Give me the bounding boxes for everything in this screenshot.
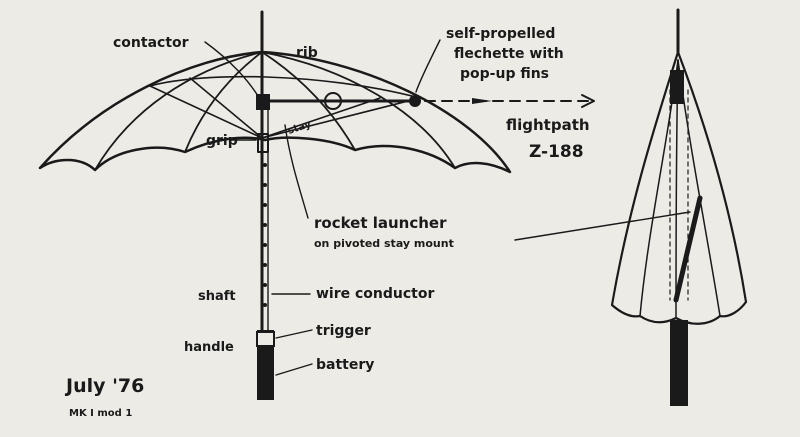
label-date: July '76 xyxy=(64,375,144,397)
leader-battery xyxy=(275,363,313,376)
closed-launcher xyxy=(673,195,703,303)
rocket-head xyxy=(409,95,421,107)
launcher-pivot xyxy=(324,92,342,110)
label-flightpath-code: Z-188 xyxy=(529,142,584,162)
wire-beads xyxy=(263,163,267,307)
label-flechette-2: flechette with xyxy=(454,46,564,62)
rib xyxy=(149,75,421,99)
stay-right xyxy=(261,97,381,139)
closed-fold xyxy=(677,59,721,317)
canopy-seam xyxy=(261,51,456,169)
canopy-seam xyxy=(261,51,356,151)
flechette xyxy=(472,98,492,104)
label-shaft: shaft xyxy=(198,289,236,304)
stay-right-2 xyxy=(261,97,421,139)
label-battery: battery xyxy=(316,357,374,373)
label-rocket-mount: on pivoted stay mount xyxy=(314,237,454,250)
label-contactor: contactor xyxy=(113,35,189,51)
canopy-seam xyxy=(94,51,263,171)
grip-block xyxy=(257,133,269,153)
leader-trigger xyxy=(275,329,313,339)
closed-umbrella xyxy=(610,8,748,406)
label-rib: rib xyxy=(296,45,318,61)
label-wire-conductor: wire conductor xyxy=(316,286,434,302)
trigger-block xyxy=(256,331,275,347)
flightpath-arrow xyxy=(581,94,595,108)
label-flechette-3: pop-up fins xyxy=(460,66,549,82)
stay-left xyxy=(149,85,263,139)
canopy-outline xyxy=(38,50,512,174)
label-grip: grip xyxy=(206,133,238,149)
open-umbrella xyxy=(38,10,595,400)
label-handle: handle xyxy=(184,340,234,355)
closed-contactor xyxy=(670,70,684,104)
leader-flechette xyxy=(415,39,441,93)
stay-left-2 xyxy=(189,77,263,139)
leader-contactor xyxy=(204,41,259,97)
closed-handle xyxy=(670,320,688,406)
leader-lines xyxy=(204,39,691,376)
label-stay: stay xyxy=(287,119,313,137)
label-model: MK I mod 1 xyxy=(69,408,132,419)
handle-battery xyxy=(257,330,274,400)
label-trigger: trigger xyxy=(316,323,371,339)
label-rocket-launcher: rocket launcher xyxy=(314,214,447,232)
label-flightpath: flightpath xyxy=(506,116,590,134)
leader-mount xyxy=(514,211,691,241)
contactor-block xyxy=(256,94,270,110)
label-flechette-1: self-propelled xyxy=(446,26,555,42)
leader-rocket xyxy=(284,124,309,219)
